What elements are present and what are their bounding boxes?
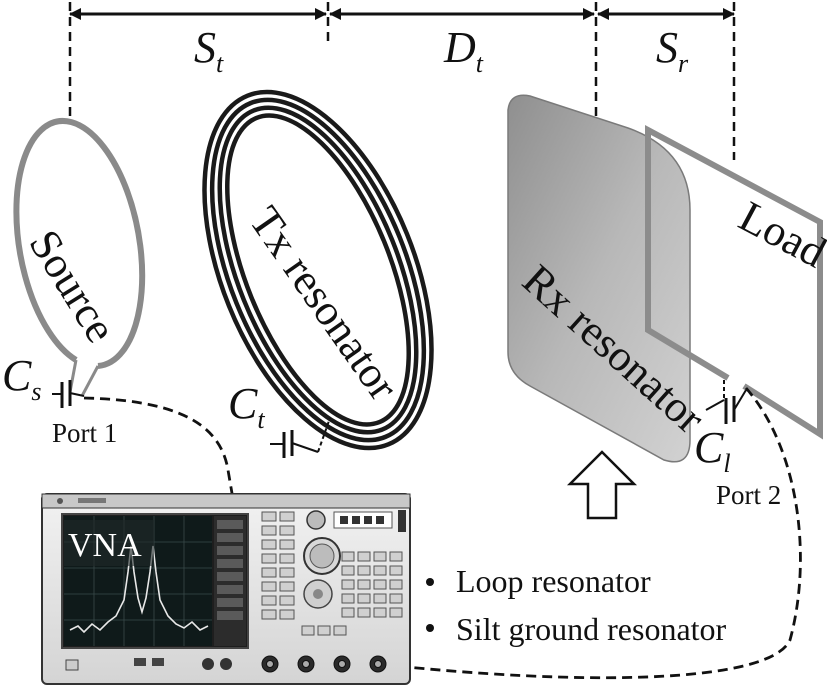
rx-resonator-plate [507,94,691,463]
capacitor-cs-label: Cs [2,351,41,406]
tx-resonator-coil [202,89,434,451]
dim-label-dt: Dt [443,23,484,78]
capacitor-cs-icon [52,380,85,408]
dim-label-st: St [194,23,224,78]
capacitor-cl-label: Cl [694,423,731,478]
source-label: Source [20,221,126,351]
capacitor-cl-icon [705,380,747,424]
list-item: Silt ground resonator [456,611,727,647]
bullet-icon [426,624,434,632]
up-arrow-icon [566,450,638,520]
cable-port2 [377,387,802,680]
vna-label: VNA [68,527,142,564]
vna-ports [261,655,387,673]
capacitor-ct-icon [270,417,331,458]
tx-resonator-label: Tx resonator [240,198,409,410]
vna-trace [69,545,209,634]
cable-port1 [83,396,272,665]
load-label: Load [731,192,827,278]
resonator-type-list: Loop resonator Silt ground resonator [426,563,727,647]
load-frame [645,124,823,440]
dim-label-sr: Sr [656,23,689,78]
port1-label: Port 1 [52,418,117,448]
dimension-lines [68,2,736,160]
capacitor-ct-label: Ct [228,379,265,434]
vna-instrument: VNA [41,493,411,685]
bullet-icon [426,578,434,586]
vna-keypad [261,511,403,636]
list-item: Loop resonator [456,563,651,599]
port2-label: Port 2 [716,480,781,510]
